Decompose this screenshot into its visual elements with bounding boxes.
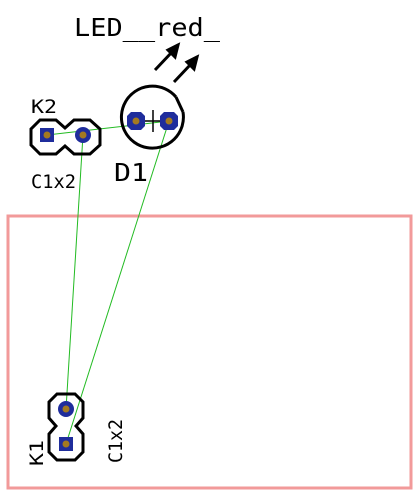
led-d1-footprint — [120, 84, 185, 150]
airwire-k2-k1 — [65, 134, 84, 410]
k1-pad-2 — [58, 401, 74, 417]
led-light-arrows — [153, 42, 200, 84]
k1-outline — [47, 392, 85, 462]
k2-pad-2 — [75, 127, 91, 143]
connector-k2-footprint — [29, 118, 102, 156]
airwire-k2-d1 — [46, 120, 170, 136]
led-body-outline — [120, 84, 185, 150]
k2-package-label: C1x2 — [31, 171, 76, 193]
led-pad-2 — [160, 112, 178, 130]
k2-pad-1 — [40, 128, 54, 142]
k1-designator-label: K1 — [26, 440, 48, 466]
led-pad-1 — [127, 112, 145, 130]
ratsnest — [46, 120, 170, 445]
led-value-label: LED__red_ — [74, 13, 221, 42]
k1-package-label: C1x2 — [105, 419, 127, 463]
k2-designator-label: K2 — [31, 96, 57, 118]
light-arrow-1 — [153, 50, 174, 72]
led-flat-edge — [174, 96, 185, 113]
connector-k1-footprint — [47, 392, 85, 462]
k2-outline — [29, 118, 102, 156]
airwire-d1-k1 — [65, 120, 170, 445]
k1-pad-1 — [59, 437, 73, 451]
light-arrow-2 — [172, 62, 193, 84]
board-outline — [6, 214, 413, 490]
led-designator-label: D1 — [114, 158, 148, 187]
light-arrow-1-head — [165, 42, 181, 60]
light-arrow-2-head — [184, 54, 200, 72]
